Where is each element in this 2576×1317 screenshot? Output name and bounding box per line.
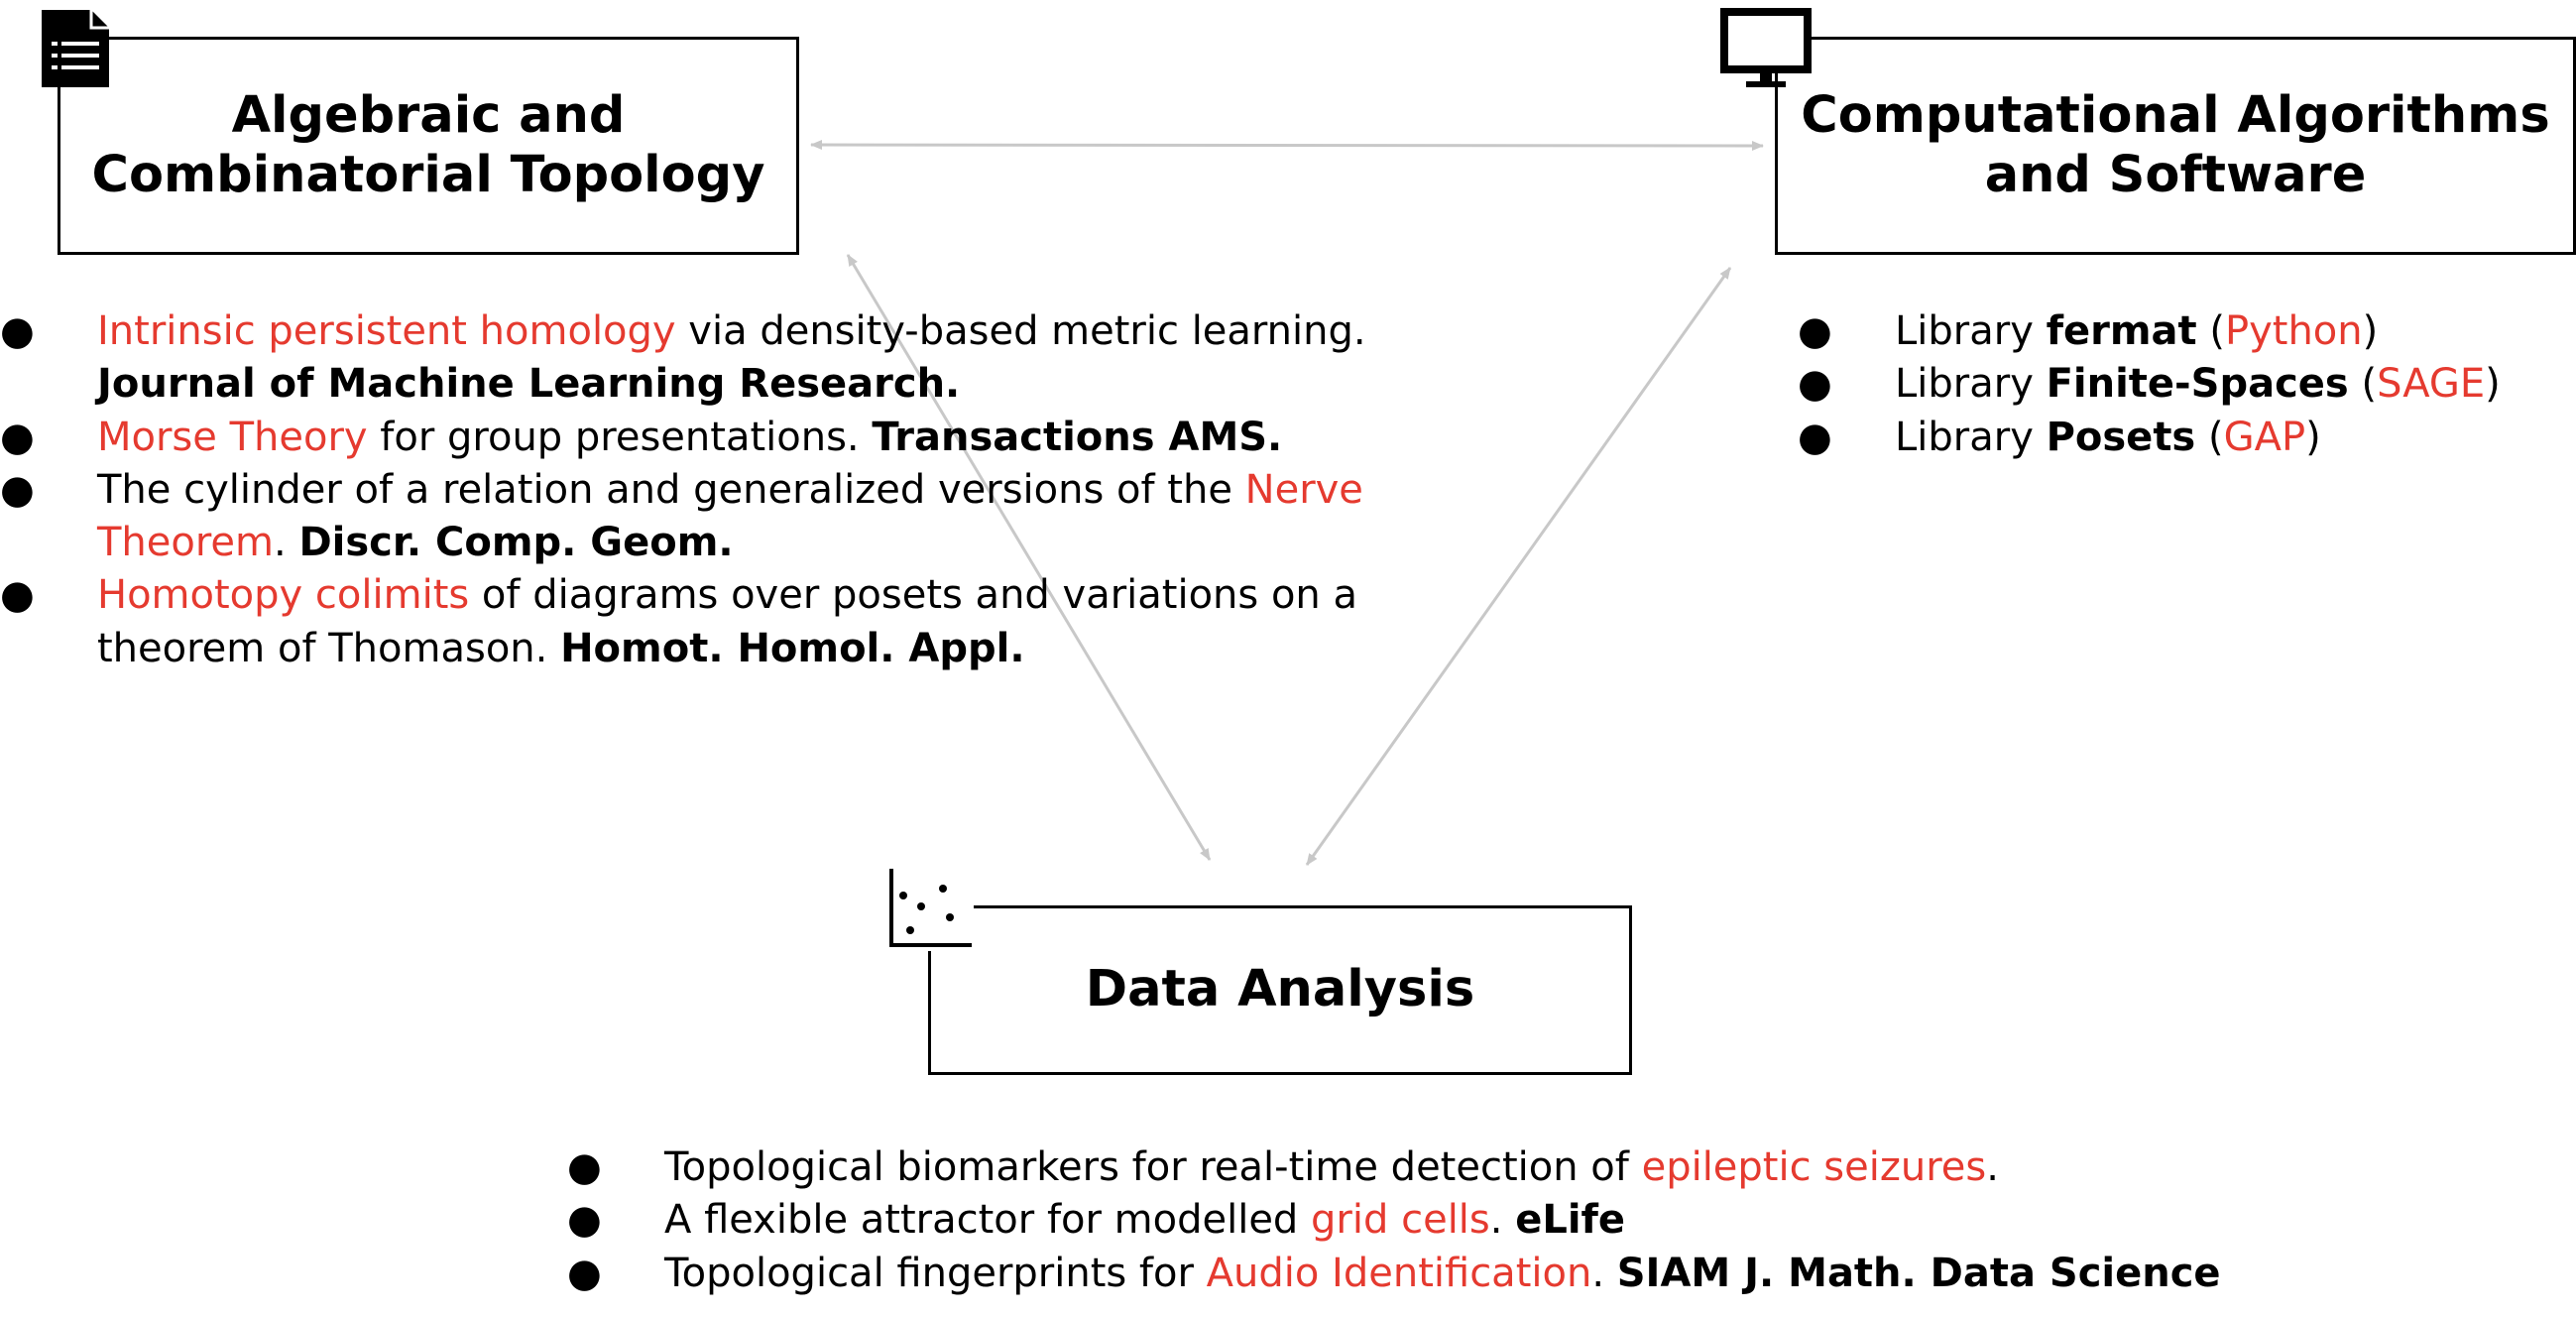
scatter-plot-icon [888, 866, 974, 951]
highlighted-term: SAGE [2377, 361, 2486, 408]
item-text: Library [1895, 414, 2047, 460]
item-text: . [1489, 1197, 1516, 1244]
list-item: ● Intrinsic persistent homology via densi… [0, 305, 1408, 412]
node-data-title-line: Data Analysis [1085, 960, 1475, 1019]
item-text: Topological fingerprints for [664, 1250, 1207, 1296]
item-text: ( [2348, 361, 2378, 408]
topology-publication-list: ● Intrinsic persistent homology via densi… [0, 305, 1408, 675]
venue-name: Posets [2046, 414, 2196, 460]
bullet-marker: ● [0, 414, 35, 460]
highlighted-term: Intrinsic persistent homology [97, 308, 676, 354]
bullet-marker: ● [0, 308, 35, 354]
item-text: The cylinder of a relation and generaliz… [97, 466, 1245, 513]
venue-name: Transactions AMS. [872, 414, 1283, 460]
monitor-icon [1720, 8, 1812, 87]
list-item: ● Topological fingerprints for Audio Iden… [567, 1248, 2560, 1300]
venue-name: Finite-Spaces [2046, 361, 2349, 408]
venue-name: Discr. Comp. Geom. [298, 520, 734, 566]
list-item: ● Homotopy colimits of diagrams over pose… [0, 569, 1408, 675]
highlighted-term: epileptic seizures [1641, 1144, 1987, 1190]
bullet-marker: ● [1798, 361, 1832, 408]
item-text: via density-based metric learning. [675, 308, 1366, 354]
item-text: ( [2196, 308, 2225, 354]
item-text: Topological biomarkers for real-time det… [664, 1144, 1642, 1190]
bullet-marker: ● [0, 572, 35, 619]
highlighted-term: Homotopy colimits [97, 572, 470, 619]
arrow-topology-software [810, 140, 1764, 151]
list-item: ● The cylinder of a relation and generali… [0, 464, 1408, 570]
list-item: ● Morse Theory for group presentations. T… [0, 412, 1408, 464]
bullet-marker: ● [1798, 308, 1832, 354]
highlighted-term: Python [2224, 308, 2363, 354]
venue-name: Journal of Machine Learning Research. [97, 361, 961, 408]
list-item: ● Library Finite-Spaces (SAGE) [1798, 358, 2576, 411]
node-topology: Algebraic and Combinatorial Topology [58, 37, 799, 255]
data-analysis-publication-list: ● Topological biomarkers for real-time de… [567, 1141, 2560, 1300]
software-library-list: ●Library fermat (Python)●Library Finite-… [1798, 305, 2576, 464]
venue-name: Homot. Homol. Appl. [560, 625, 1025, 671]
list-item: ● Library fermat (Python) [1798, 305, 2576, 358]
item-text: . [1591, 1250, 1617, 1296]
venue-name: fermat [2046, 308, 2197, 354]
arrow-software-data [1305, 267, 1732, 866]
arrow-topology-data [846, 254, 1212, 861]
node-topology-title-line: Algebraic and [231, 85, 626, 145]
item-text: ) [2362, 308, 2379, 354]
list-item: ● Topological biomarkers for real-time de… [567, 1141, 2560, 1194]
node-software-title-line: Computational Algorithms [1801, 85, 2550, 145]
node-software: Computational Algorithms and Software [1775, 37, 2576, 255]
highlighted-term: grid cells [1311, 1197, 1490, 1244]
venue-name: eLife [1515, 1197, 1626, 1244]
node-software-title-line: and Software [1984, 146, 2367, 204]
list-item: ● A flexible attractor for modelled grid … [567, 1194, 2560, 1247]
bullet-marker: ● [567, 1144, 602, 1190]
item-text: ( [2195, 414, 2224, 460]
highlighted-term: Nerve Theorem [97, 466, 1363, 566]
node-data-title: Data Analysis [1086, 960, 1474, 1019]
item-text: . [1986, 1144, 1999, 1190]
bullet-marker: ● [567, 1197, 602, 1244]
bullet-marker: ● [0, 466, 35, 513]
highlighted-term: Morse Theory [97, 414, 368, 460]
list-item: ● Library Posets (GAP) [1798, 412, 2576, 464]
node-topology-title: Algebraic and Combinatorial Topology [92, 86, 765, 205]
highlighted-term: GAP [2223, 414, 2306, 460]
item-text: for group presentations. [367, 414, 873, 460]
highlighted-term: Audio Identification [1206, 1250, 1592, 1296]
node-data: Data Analysis [928, 905, 1632, 1075]
node-topology-title-line: Combinatorial Topology [91, 146, 765, 204]
item-text: A flexible attractor for modelled [664, 1197, 1312, 1244]
node-software-title: Computational Algorithms and Software [1801, 86, 2549, 205]
item-text: ) [2305, 414, 2321, 460]
item-text: Library [1895, 308, 2047, 354]
item-text: . [274, 520, 299, 566]
item-text: ) [2485, 361, 2501, 408]
document-icon [42, 10, 109, 87]
item-text: Library [1895, 361, 2047, 408]
bullet-marker: ● [567, 1250, 602, 1296]
venue-name: SIAM J. Math. Data Science [1616, 1250, 2221, 1296]
bullet-marker: ● [1798, 414, 1832, 460]
item-text: of diagrams over posets and variations o… [97, 572, 1357, 671]
